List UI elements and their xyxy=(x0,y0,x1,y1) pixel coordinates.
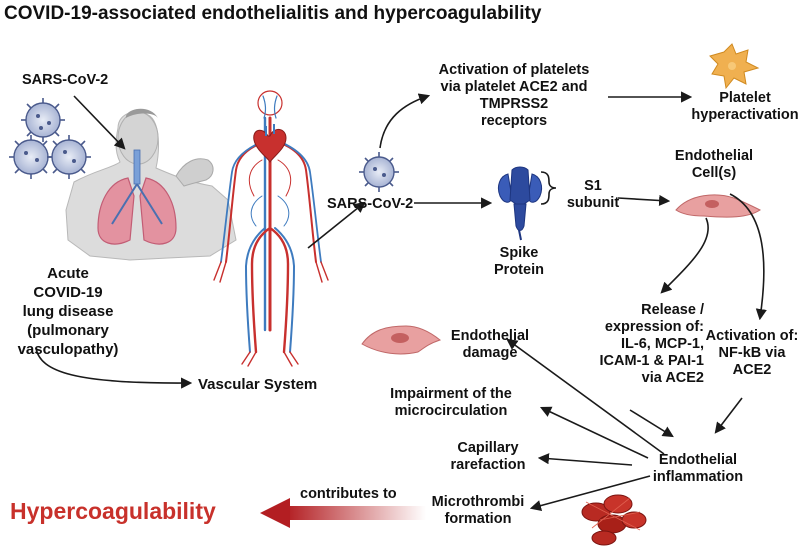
acute-disease-line-3: lung disease xyxy=(22,303,114,320)
inflammation-line-2: inflammation xyxy=(652,469,744,485)
spike-protein-label: Spike Protein xyxy=(484,245,554,279)
platelet-activation-line-2: via platelet ACE2 and xyxy=(440,79,588,95)
sars-cov-2-label: SARS-CoV-2 xyxy=(22,72,109,88)
spike-protein-line-1: Spike xyxy=(499,245,539,261)
platelet-hyperactivation-label: Platelet hyperactivation xyxy=(690,90,800,124)
microthrombi-line-1: Microthrombi xyxy=(431,494,525,510)
capillary-line-1: Capillary xyxy=(457,440,519,456)
platelet-activation-line-4: receptors xyxy=(480,113,548,129)
endothelial-cells-line-1: Endothelial xyxy=(674,148,754,164)
arrow-virus-to-lungs xyxy=(73,95,126,150)
nfkb-line-2: NF-kB via xyxy=(718,345,786,361)
inflammation-line-1: Endothelial xyxy=(658,452,738,468)
acute-disease-line-5: vasculopathy) xyxy=(17,341,119,358)
release-line-4: ICAM-1 & PAI-1 xyxy=(599,353,704,369)
endothelial-cells-label: Endothelial Cell(s) xyxy=(666,148,762,182)
damage-line-2: damage xyxy=(462,345,518,361)
release-expression-label: Release / expression of: IL-6, MCP-1, IC… xyxy=(574,302,704,387)
s1-line-1: S1 xyxy=(584,178,602,194)
microcirculation-line-2: microcirculation xyxy=(394,403,508,419)
microcirculation-label: Impairment of the microcirculation xyxy=(368,386,534,420)
platelet-activation-line-3: TMPRSS2 xyxy=(479,96,549,112)
nfkb-activation-label: Activation of: NF-kB via ACE2 xyxy=(704,328,800,379)
contributes-to-arrow xyxy=(260,498,426,528)
arrow-cell-to-nfkb xyxy=(729,193,767,321)
endothelial-inflammation-label: Endothelial inflammation xyxy=(638,452,758,486)
virus-icon xyxy=(359,152,399,192)
arrow-virus-to-platelets xyxy=(379,93,431,149)
arrow-nfkb-to-inflammation xyxy=(714,397,743,434)
patient-illustration xyxy=(65,108,237,261)
capillary-line-2: rarefaction xyxy=(450,457,526,473)
flow-arrows xyxy=(35,91,767,512)
s1-bracket xyxy=(540,171,557,205)
acute-disease-line-2: COVID-19 xyxy=(33,284,103,301)
arrow-inflammation-to-microthrombi xyxy=(529,475,651,512)
arrow-inflammation-to-microcirculation xyxy=(539,406,649,459)
arrow-vascular-to-virus xyxy=(307,201,366,249)
endothelial-cell-icon xyxy=(675,194,761,218)
hypercoagulability-label: Hypercoagulability xyxy=(10,498,216,524)
microthrombi-label: Microthrombi formation xyxy=(428,494,528,528)
nfkb-line-1: Activation of: xyxy=(705,328,799,344)
damage-line-1: Endothelial xyxy=(450,328,530,344)
platelet-activation-line-1: Activation of platelets xyxy=(438,62,590,78)
vascular-system-label: Vascular System xyxy=(198,376,318,393)
release-line-3: IL-6, MCP-1, xyxy=(621,336,704,352)
arrow-s1-to-cell xyxy=(617,194,671,207)
arrow-disease-to-vascular xyxy=(35,347,193,389)
spike-protein-line-2: Protein xyxy=(494,262,544,278)
arrow-release-to-inflammation xyxy=(629,409,674,438)
s1-line-2: subunit xyxy=(566,195,620,211)
heart-icon xyxy=(253,124,287,163)
virus-cluster-icon xyxy=(9,98,91,179)
platelet-hyper-line-1: Platelet xyxy=(719,90,771,106)
microthrombi-line-2: formation xyxy=(444,511,512,527)
acute-disease-label: Acute COVID-19 lung disease (pulmonary v… xyxy=(14,264,122,359)
platelet-activation-label: Activation of platelets via platelet ACE… xyxy=(424,62,604,130)
arrow-inflammation-to-capillary xyxy=(537,453,633,466)
blood-clot-icon xyxy=(581,494,647,546)
release-line-5: via ACE2 xyxy=(641,370,704,386)
release-line-1: Release / xyxy=(641,302,704,318)
platelet-hyper-line-2: hyperactivation xyxy=(691,107,799,123)
sars-cov-2-mid-label: SARS-CoV-2 xyxy=(327,196,414,212)
damaged-endothelial-cell-icon xyxy=(361,325,442,355)
endothelial-damage-label: Endothelial damage xyxy=(440,328,540,362)
acute-disease-line-4: (pulmonary xyxy=(27,322,109,339)
contributes-to-label: contributes to xyxy=(300,486,397,502)
acute-disease-line-1: Acute xyxy=(47,265,89,282)
page-title: COVID-19-associated endothelialitis and … xyxy=(4,3,542,24)
release-line-2: expression of: xyxy=(604,319,704,335)
microcirculation-line-1: Impairment of the xyxy=(390,386,512,402)
spike-protein-icon xyxy=(497,166,543,241)
lungs-icon xyxy=(97,149,177,245)
endothelial-cells-line-2: Cell(s) xyxy=(691,165,737,181)
arrow-inflammation-to-damage xyxy=(506,338,665,455)
nfkb-line-3: ACE2 xyxy=(732,362,772,378)
capillary-rarefaction-label: Capillary rarefaction xyxy=(442,440,534,474)
arrow-cell-to-release xyxy=(660,217,709,294)
s1-subunit-label: S1 subunit xyxy=(560,178,626,212)
platelet-icon xyxy=(709,43,760,90)
